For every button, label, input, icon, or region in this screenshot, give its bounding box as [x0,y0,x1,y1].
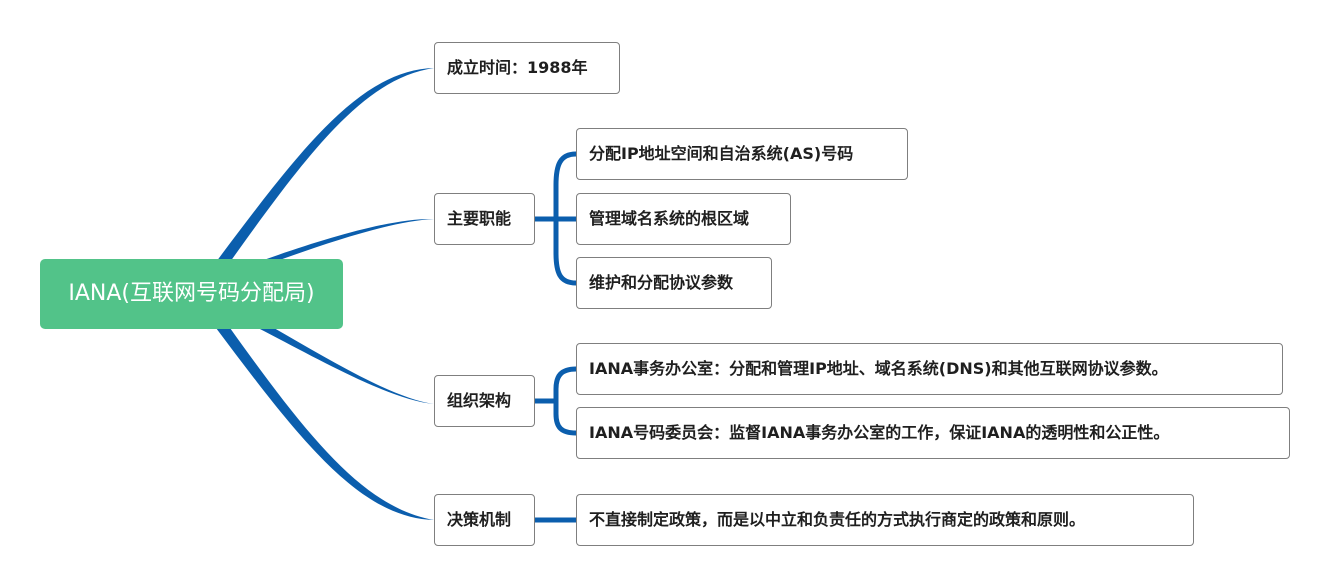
connector-root-functions [258,218,434,262]
branch-functions[interactable]: 主要职能 [434,193,535,245]
branch-founded[interactable]: 成立时间：1988年 [434,42,620,94]
decision-item-policy[interactable]: 不直接制定政策，而是以中立和负责任的方式执行商定的政策和原则。 [576,494,1194,546]
connector-functions-items [553,151,579,286]
branch-decision[interactable]: 决策机制 [434,494,535,546]
root-topic[interactable]: IANA(互联网号码分配局) [40,259,343,329]
connector-structure-items [553,366,579,436]
connector-root-decision [216,328,434,520]
structure-item-office[interactable]: IANA事务办公室：分配和管理IP地址、域名系统(DNS)和其他互联网协议参数。 [576,343,1283,395]
connector-root-founded [216,68,434,262]
structure-item-committee[interactable]: IANA号码委员会：监督IANA事务办公室的工作，保证IANA的透明性和公正性。 [576,407,1290,459]
functions-item-ip-as[interactable]: 分配IP地址空间和自治系统(AS)号码 [576,128,908,180]
branch-structure[interactable]: 组织架构 [434,375,535,427]
functions-item-protocol-params[interactable]: 维护和分配协议参数 [576,257,772,309]
functions-item-root-zone[interactable]: 管理域名系统的根区域 [576,193,791,245]
connector-root-structure [258,328,434,404]
